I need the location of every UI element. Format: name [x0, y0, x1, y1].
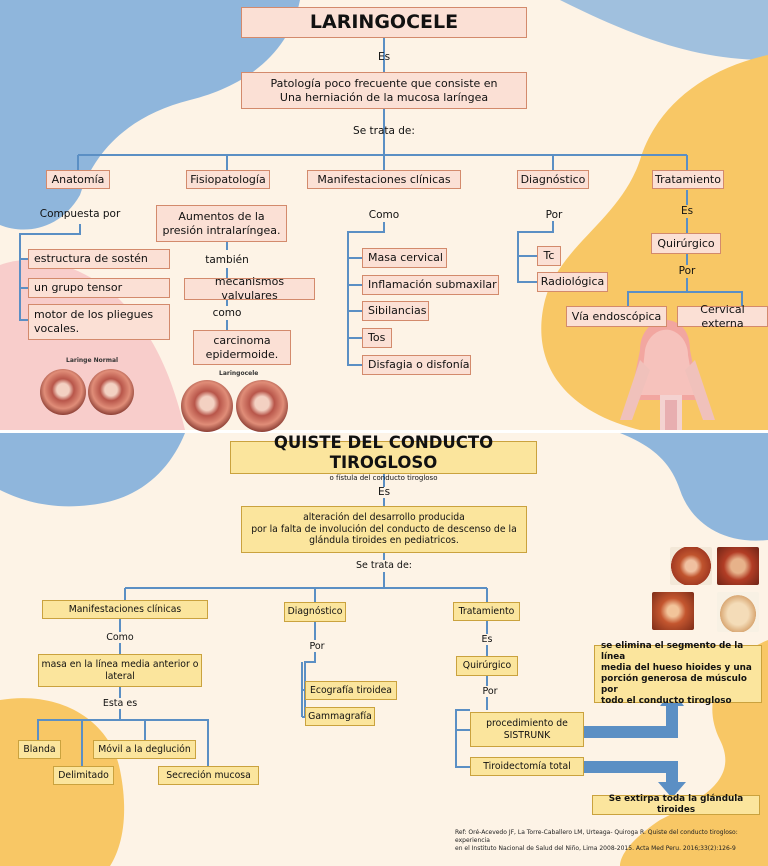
laringocele-title: LARINGOCELE	[241, 7, 527, 38]
q-sistrunk-detail: se elimina el segmento de la línea media…	[594, 641, 762, 706]
fisio-first-line-1: Aumentos de la	[178, 209, 265, 223]
q-procedure-sistrunk: procedimiento de SISTRUNK	[470, 712, 584, 747]
anatomia-item-1: estructura de sostén	[28, 249, 170, 269]
q-sistrunk-detail-line-1: se elimina el segmento de la línea	[601, 641, 744, 663]
fisio-first-line-2: presión intralaríngea.	[162, 223, 281, 237]
por-label-diag: Por	[545, 209, 563, 221]
tambien-label: también	[205, 254, 249, 266]
laringocele-definition: Patología poco frecuente que consiste en…	[241, 72, 527, 109]
trat-type: Quirúrgico	[651, 233, 721, 254]
definition-line-1: Patología poco frecuente que consiste en	[270, 76, 498, 90]
reference-text: Ref: Oré-Acevedo JF, La Torre-Caballero …	[455, 829, 765, 853]
quiste-definition: alteración del desarrollo producida por …	[241, 506, 527, 553]
q-manif-item-1: Blanda	[18, 740, 61, 759]
manif-item-2: Inflamación submaxilar	[362, 275, 499, 295]
q-category-diagnostico: Diagnóstico	[284, 602, 346, 622]
q-procedure-tiroidectomia: Tiroidectomía total	[470, 757, 584, 776]
q-category-tratamiento: Tratamiento	[453, 602, 520, 621]
blue-blob-mid-right	[620, 433, 768, 541]
fisio-third-line-1: carcinoma	[213, 333, 271, 347]
q-manif-main: masa en la línea media anterior o latera…	[38, 654, 202, 687]
como-label-manif: Como	[368, 209, 400, 221]
laringocele-photo-1	[181, 380, 233, 432]
q-diag-item-2: Gammagrafía	[305, 707, 375, 726]
surgical-photo-2	[717, 547, 759, 585]
q-sistrunk-line-1: procedimiento de	[486, 717, 568, 729]
category-anatomia: Anatomía	[46, 170, 110, 189]
q-esta-es-label: Esta es	[102, 698, 138, 709]
es-label-1: Es	[377, 51, 391, 63]
caption-laringocele: Laringocele	[219, 370, 259, 377]
anatomia-item-2: un grupo tensor	[28, 278, 170, 298]
trat-item-1: Vía endoscópica	[566, 306, 667, 327]
q-diag-item-1: Ecografía tiroidea	[305, 681, 397, 700]
anatomia-item-3: motor de los pliegues vocales.	[28, 304, 170, 340]
reference-line-2: en el Instituto Nacional de Salud del Ni…	[455, 845, 736, 853]
larynx-normal-photo-1	[40, 369, 86, 415]
por-label-trat: Por	[678, 265, 696, 277]
quiste-def-line-2: por la falta de involución del conducto …	[251, 523, 517, 535]
diag-item-2: Radiológica	[537, 272, 608, 292]
quiste-title-text: QUISTE DEL CONDUCTO TIROGLOSO	[273, 432, 494, 473]
manif-item-5: Disfagia o disfonía	[362, 355, 471, 375]
diag-item-1: Tc	[537, 246, 561, 266]
q-manif-item-4: Secreción mucosa	[158, 766, 259, 785]
como-label-fisio: como	[212, 307, 242, 319]
reference-line-1: Ref: Oré-Acevedo JF, La Torre-Caballero …	[455, 829, 738, 845]
fisio-first: Aumentos de la presión intralaríngea.	[156, 205, 287, 242]
category-fisiopatologia: Fisiopatología	[186, 170, 270, 189]
blue-blob-mid-left	[0, 433, 185, 507]
q-manif-item-2: Delimitado	[53, 766, 114, 785]
es-label-trat: Es	[680, 205, 694, 217]
category-diagnostico: Diagnóstico	[517, 170, 589, 189]
q-sistrunk-detail-line-2: media del hueso hioides y una	[601, 663, 752, 674]
q-sistrunk-detail-line-3: porción generosa de músculo por	[601, 674, 747, 695]
q-sistrunk-line-2: SISTRUNK	[503, 729, 551, 741]
q-por-label-trat: Por	[482, 686, 498, 697]
q-manif-main-line-2: lateral	[105, 670, 135, 682]
quiste-def-line-1: alteración del desarrollo producida	[303, 512, 465, 524]
category-manifestaciones: Manifestaciones clínicas	[307, 170, 461, 189]
q-manif-main-line-1: masa en la línea media anterior o	[41, 658, 199, 670]
quiste-subtitle: o fístula del conducto tirogloso	[329, 473, 438, 482]
manif-item-1: Masa cervical	[362, 248, 447, 268]
category-tratamiento: Tratamiento	[652, 170, 724, 189]
q-category-manifestaciones: Manifestaciones clínicas	[42, 600, 208, 619]
q-sistrunk-detail-line-4: todo el conducto tirogloso	[601, 695, 732, 706]
larynx-normal-photo-2	[88, 369, 134, 415]
q-tiroidectomia-detail: Se extirpa toda la glándula tiroides	[592, 794, 760, 815]
manif-item-4: Tos	[362, 328, 392, 348]
caption-laringe-normal: Laringe Normal	[66, 357, 119, 364]
larynx-illustration	[620, 319, 715, 430]
fisio-second: mecanismos valvulares	[184, 275, 315, 302]
se-trata-label-1: Se trata de:	[353, 125, 415, 137]
trat-item-2: Cervical externa	[677, 303, 768, 330]
q-manif-item-3: Móvil a la deglución	[93, 740, 196, 759]
fisio-third: carcinoma epidermoide.	[193, 330, 291, 365]
definition-line-2: Una herniación de la mucosa laríngea	[279, 90, 489, 104]
q-trat-type: Quirúrgico	[456, 656, 518, 676]
laringocele-photo-2	[236, 380, 288, 432]
surgical-photo-1	[670, 547, 712, 585]
se-trata-label-2: Se trata de:	[356, 560, 412, 571]
es-label-2: Es	[377, 486, 391, 498]
fisio-third-line-2: epidermoide.	[205, 347, 279, 361]
quiste-def-line-3: glándula tiroides en pediatricos.	[309, 535, 459, 547]
q-como-label: Como	[106, 632, 134, 643]
quiste-title: QUISTE DEL CONDUCTO TIROGLOSO o fístula …	[230, 433, 537, 482]
blue-blob-top-right	[560, 0, 768, 60]
compuesta-por-label: Compuesta por	[39, 208, 121, 220]
surgical-photo-3	[652, 592, 694, 630]
q-por-label-diag: Por	[309, 641, 325, 652]
surgical-photo-4	[717, 592, 759, 632]
manif-item-3: Sibilancias	[362, 301, 429, 321]
q-es-label-trat: Es	[481, 634, 493, 645]
